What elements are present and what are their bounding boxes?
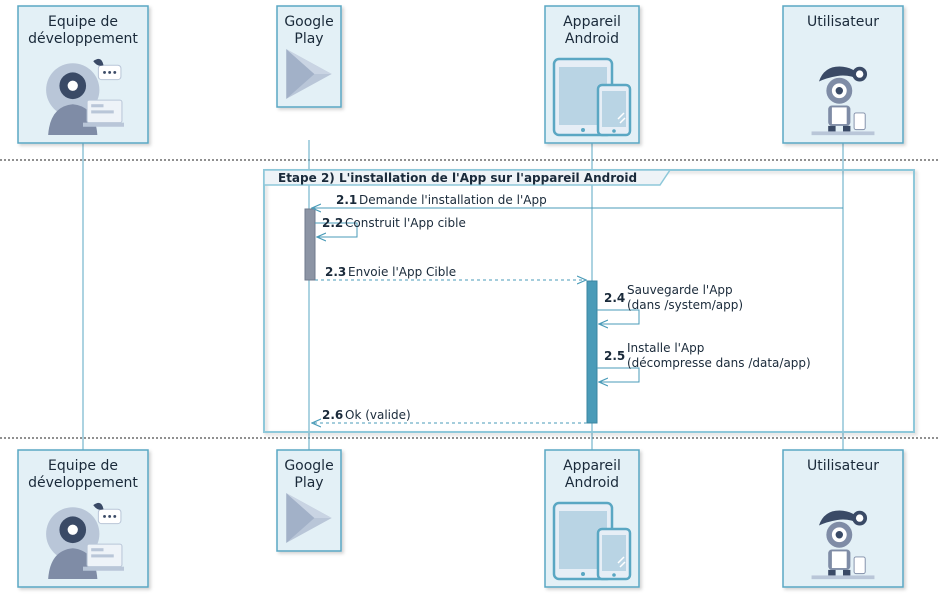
participant-title: Appareil — [563, 458, 621, 474]
participant-title: Play — [294, 31, 323, 47]
participant-title: Android — [565, 31, 619, 47]
message-number: 2.2 — [322, 216, 343, 230]
message-text: Ok (valide) — [345, 408, 411, 422]
activation-google-play — [304, 208, 316, 281]
message-text: Installe l'App — [627, 341, 704, 355]
participant-title: Google — [284, 14, 333, 30]
message-text: (dans /system/app) — [627, 298, 743, 312]
activation-android — [586, 280, 598, 424]
message-text: Construit l'App cible — [345, 216, 466, 230]
self-arrow — [597, 309, 640, 324]
message-number: 2.6 — [322, 408, 343, 422]
message-text: Demande l'installation de l'App — [359, 193, 547, 207]
participant-title: Utilisateur — [807, 14, 879, 30]
group-label: Etape 2) L'installation de l'App sur l'a… — [278, 171, 637, 185]
message-number: 2.4 — [604, 291, 625, 305]
participant-title: Play — [294, 475, 323, 491]
message-text: Sauvegarde l'App — [627, 283, 733, 297]
participant-title: Google — [284, 458, 333, 474]
message-number: 2.1 — [336, 193, 357, 207]
participant-user-bottom: Utilisateur — [782, 449, 904, 588]
participant-title: Equipe de — [48, 458, 118, 474]
participant-title: Android — [565, 475, 619, 491]
self-arrow — [315, 222, 358, 237]
participant-title: développement — [28, 31, 138, 47]
message-number: 2.3 — [325, 265, 346, 279]
self-arrow — [597, 367, 640, 382]
participant-title: Utilisateur — [807, 458, 879, 474]
participant-title: Appareil — [563, 14, 621, 30]
participant-title: Equipe de — [48, 14, 118, 30]
message-text: Envoie l'App Cible — [348, 265, 456, 279]
participant-title: développement — [28, 475, 138, 491]
message-text: (décompresse dans /data/app) — [627, 356, 811, 370]
message-number: 2.5 — [604, 349, 625, 363]
group-frame: Etape 2) L'installation de l'App sur l'a… — [263, 169, 915, 433]
participant-user-top: Utilisateur — [782, 5, 904, 144]
